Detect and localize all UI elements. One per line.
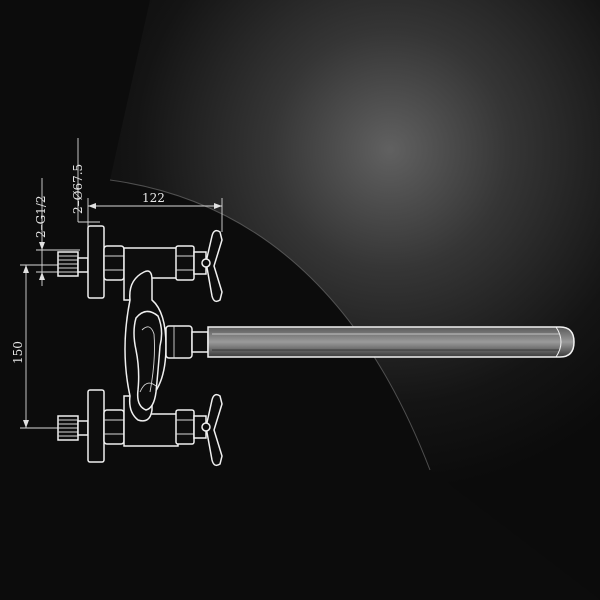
flange-label: 2–Ø67.5 [71, 164, 85, 214]
spout [165, 325, 575, 359]
dimension-spacing: 150 [11, 264, 62, 429]
lower-valve-handle [175, 393, 223, 467]
thread-label: 2–G1/2 [34, 195, 48, 238]
width-label: 122 [142, 191, 165, 205]
dimension-flange: 2–Ø67.5 [71, 138, 100, 223]
lower-inlet [57, 389, 125, 463]
spacing-label: 150 [11, 341, 25, 364]
highlight-edge [109, 179, 431, 471]
mixer-body [123, 247, 179, 447]
upper-valve-handle [175, 229, 223, 303]
background-highlight [110, 0, 600, 600]
dimension-width: 122 [87, 191, 223, 232]
upper-inlet [57, 225, 125, 299]
